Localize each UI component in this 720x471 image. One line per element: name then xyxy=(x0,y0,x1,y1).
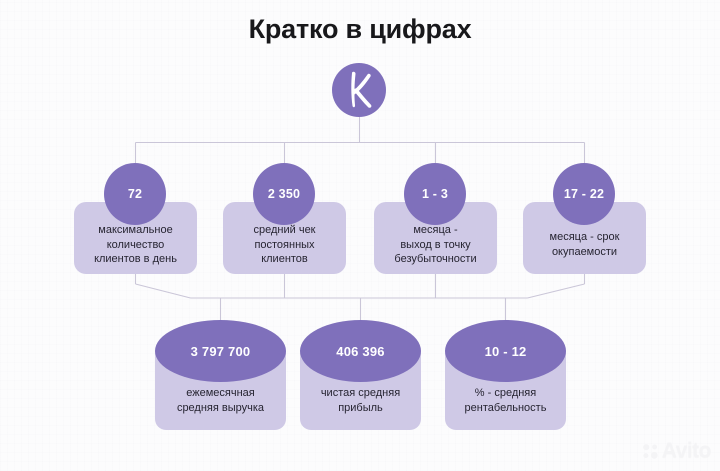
stat-value: 2 350 xyxy=(267,187,301,201)
stat-bubble: 10 - 12 xyxy=(445,320,566,382)
stat-node-bottom-2[interactable]: 406 396 чистая средняя прибыль xyxy=(300,320,421,430)
page-title: Кратко в цифрах xyxy=(248,14,472,44)
avito-watermark-text: Avito xyxy=(661,439,712,462)
stat-node-top-4[interactable]: 17 - 22 месяца - срок окупаемости xyxy=(523,163,646,274)
stat-label: средний чек постоянных клиентов xyxy=(253,224,316,265)
stat-node-top-2[interactable]: 2 350 средний чек постоянных клиентов xyxy=(223,163,346,274)
brand-logo-k xyxy=(332,63,386,117)
avito-watermark: Avito xyxy=(642,439,712,463)
stat-value: 72 xyxy=(127,187,143,201)
stat-value: 1 - 3 xyxy=(421,187,448,201)
stat-bubble: 406 396 xyxy=(300,320,421,382)
logo-letter-k-icon xyxy=(351,71,372,108)
stat-bubble: 2 350 xyxy=(253,163,315,225)
stat-label: ежемесячная средняя выручка xyxy=(176,387,265,414)
avito-dots-icon xyxy=(642,443,658,459)
stat-node-bottom-1[interactable]: 3 797 700 ежемесячная средняя выручка xyxy=(155,320,286,430)
stat-label: чистая средняя прибыль xyxy=(320,387,401,414)
stat-value: 406 396 xyxy=(336,343,385,359)
stat-label: месяца - срок окупаемости xyxy=(549,231,620,258)
stat-label: % - средняя рентабельность xyxy=(464,387,547,414)
stat-bubble: 72 xyxy=(104,163,166,225)
stat-node-bottom-3[interactable]: 10 - 12 % - средняя рентабельность xyxy=(445,320,566,430)
stat-bubble: 3 797 700 xyxy=(155,320,286,382)
stat-value: 17 - 22 xyxy=(563,187,605,201)
stat-value: 10 - 12 xyxy=(484,343,527,359)
stat-bubble: 1 - 3 xyxy=(404,163,466,225)
stat-label: максимальное количество клиентов в день xyxy=(94,224,177,265)
stat-node-top-3[interactable]: 1 - 3 месяца - выход в точку безубыточно… xyxy=(374,163,497,274)
stat-value: 3 797 700 xyxy=(190,343,251,359)
stat-bubble: 17 - 22 xyxy=(553,163,615,225)
stat-node-top-1[interactable]: 72 максимальное количество клиентов в де… xyxy=(74,163,197,274)
stat-label: месяца - выход в точку безубыточности xyxy=(394,224,477,265)
